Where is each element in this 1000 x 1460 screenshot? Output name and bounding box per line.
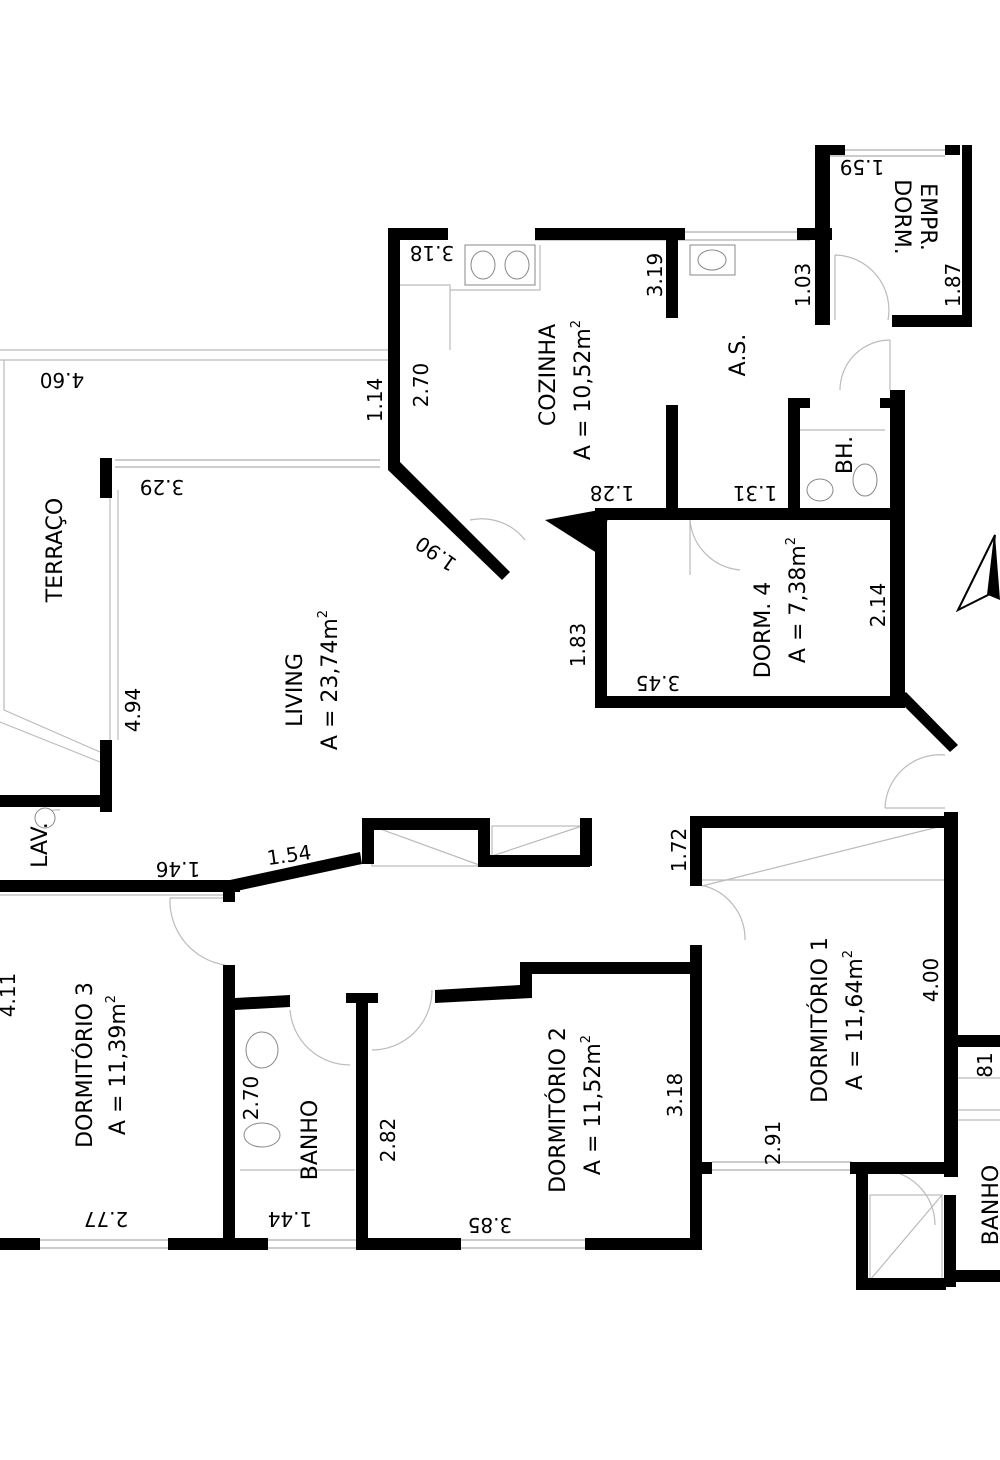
dim-1-72: 1.72 — [667, 828, 691, 873]
cozinha-area: A = 10,52m2 — [569, 320, 596, 460]
dim-1-31: 1.31 — [733, 481, 778, 505]
dim-3-45: 3.45 — [636, 671, 681, 695]
dim-1-83: 1.83 — [566, 623, 590, 668]
dim-1-44: 1.44 — [268, 1207, 313, 1231]
dorm-empr-label-2: EMPR. — [915, 183, 940, 251]
banho-label: BANHO — [298, 1100, 323, 1180]
terraco-label: TERRAÇO — [43, 498, 68, 603]
as-label: A.S. — [726, 334, 751, 377]
dim-81: 81 — [973, 1052, 997, 1077]
north-arrow-icon — [955, 534, 1000, 613]
banho-suite-label: BANHO — [979, 1165, 1000, 1245]
dim-1-59: 1.59 — [840, 155, 885, 179]
dim-2-82: 2.82 — [376, 1118, 400, 1163]
bh-sink — [806, 478, 834, 502]
dim-1-90: 1.90 — [411, 531, 461, 576]
fixtures — [34, 244, 878, 1148]
dorm4-label: DORM. 4 — [751, 582, 776, 679]
walls — [0, 145, 1000, 1290]
dorm3-area: A = 11,39m2 — [104, 995, 131, 1135]
dim-2-91: 2.91 — [761, 1121, 785, 1166]
cozinha-label: COZINHA — [536, 324, 561, 426]
banho-sink — [245, 1031, 279, 1069]
door-swings — [39, 254, 946, 1226]
dorm1-area: A = 11,64m2 — [841, 950, 868, 1090]
living-label: LIVING — [283, 653, 308, 727]
dim-1-14: 1.14 — [363, 378, 387, 423]
room-labels: DORM. EMPR. COZINHA A = 10,52m2 A.S. BH.… — [28, 179, 1000, 1245]
dim-3-29: 3.29 — [140, 475, 185, 499]
dim-2-14: 2.14 — [866, 583, 890, 628]
dorm3-label: DORMITÓRIO 3 — [72, 982, 98, 1148]
bh-toilet — [852, 463, 878, 497]
living-area: A = 23,74m2 — [316, 610, 343, 750]
dorm2-area: A = 11,52m2 — [579, 1035, 606, 1175]
bh-label: BH. — [833, 436, 858, 474]
dim-4-60: 4.60 — [40, 368, 85, 392]
dim-3-18-dorm2: 3.18 — [663, 1073, 687, 1118]
dim-3-18-top: 3.18 — [410, 241, 455, 265]
dim-1-87: 1.87 — [941, 263, 965, 308]
dim-1-03: 1.03 — [791, 263, 815, 308]
dim-4-94: 4.94 — [121, 688, 145, 733]
dorm2-label: DORMITÓRIO 2 — [545, 1027, 571, 1193]
dim-3-85: 3.85 — [468, 1213, 513, 1237]
dim-2-70-banho: 2.70 — [239, 1076, 263, 1121]
dim-1-46: 1.46 — [156, 857, 201, 881]
dorm4-area: A = 7,38m2 — [784, 537, 811, 663]
dorm-empr-label: DORM. — [889, 179, 914, 255]
dim-4-00: 4.00 — [919, 958, 943, 1003]
dim-1-28: 1.28 — [590, 481, 635, 505]
dim-2-77: 2.77 — [84, 1207, 129, 1231]
dim-3-19: 3.19 — [643, 253, 667, 298]
dim-2-70-kitchen: 2.70 — [409, 363, 433, 408]
banho-toilet — [243, 1122, 281, 1148]
thin-lines — [0, 149, 1000, 1281]
dim-4-11: 4.11 — [0, 973, 20, 1018]
lav-label: LAV. — [28, 822, 53, 868]
dorm1-label: DORMITÓRIO 1 — [807, 937, 833, 1103]
lav-sink — [34, 807, 56, 829]
